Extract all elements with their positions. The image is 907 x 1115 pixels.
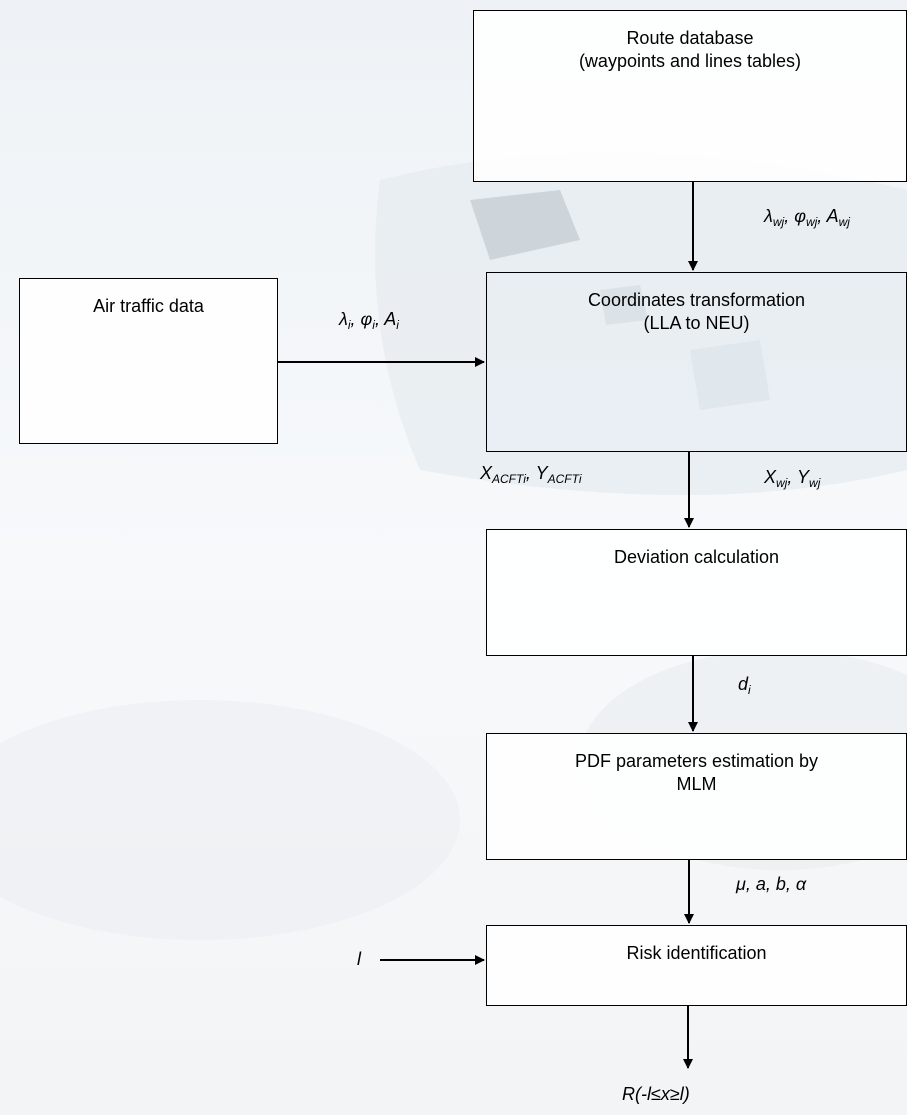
route-database-box: Route database (waypoints and lines tabl… xyxy=(473,10,907,182)
deviation-calculation-title: Deviation calculation xyxy=(613,547,780,567)
route-database-title: Route database xyxy=(626,28,754,48)
aircraft-coordinates-label: λi, φi, Ai xyxy=(339,309,399,332)
pdf-parameters-title: PDF parameters estimation by xyxy=(574,751,819,771)
route-database-subtitle: (waypoints and lines tables) xyxy=(578,51,802,71)
risk-result-label: R(-l≤x≥l) xyxy=(622,1084,690,1104)
air-traffic-data-title: Air traffic data xyxy=(93,296,204,316)
waypoint-xy-label: Xwj, Ywj xyxy=(764,467,821,490)
risk-identification-title: Risk identification xyxy=(626,943,767,963)
waypoint-coordinates-label: λwj, φwj, Awj xyxy=(764,206,850,229)
pdf-parameters-label: μ, a, b, α xyxy=(736,874,807,894)
pdf-parameters-box: PDF parameters estimation by MLM xyxy=(486,733,907,860)
coordinates-transformation-title: Coordinates transformation xyxy=(587,290,806,310)
air-traffic-data-box: Air traffic data xyxy=(19,278,278,444)
deviation-d-label: di xyxy=(738,674,751,697)
pdf-parameters-subtitle: MLM xyxy=(676,774,717,794)
limit-l-label: l xyxy=(357,949,361,969)
aircraft-xy-label: XACFTi, YACFTi xyxy=(480,463,582,486)
risk-identification-box: Risk identification xyxy=(486,925,907,1006)
coordinates-transformation-subtitle: (LLA to NEU) xyxy=(643,313,750,333)
coordinates-transformation-box: Coordinates transformation (LLA to NEU) xyxy=(486,272,907,452)
